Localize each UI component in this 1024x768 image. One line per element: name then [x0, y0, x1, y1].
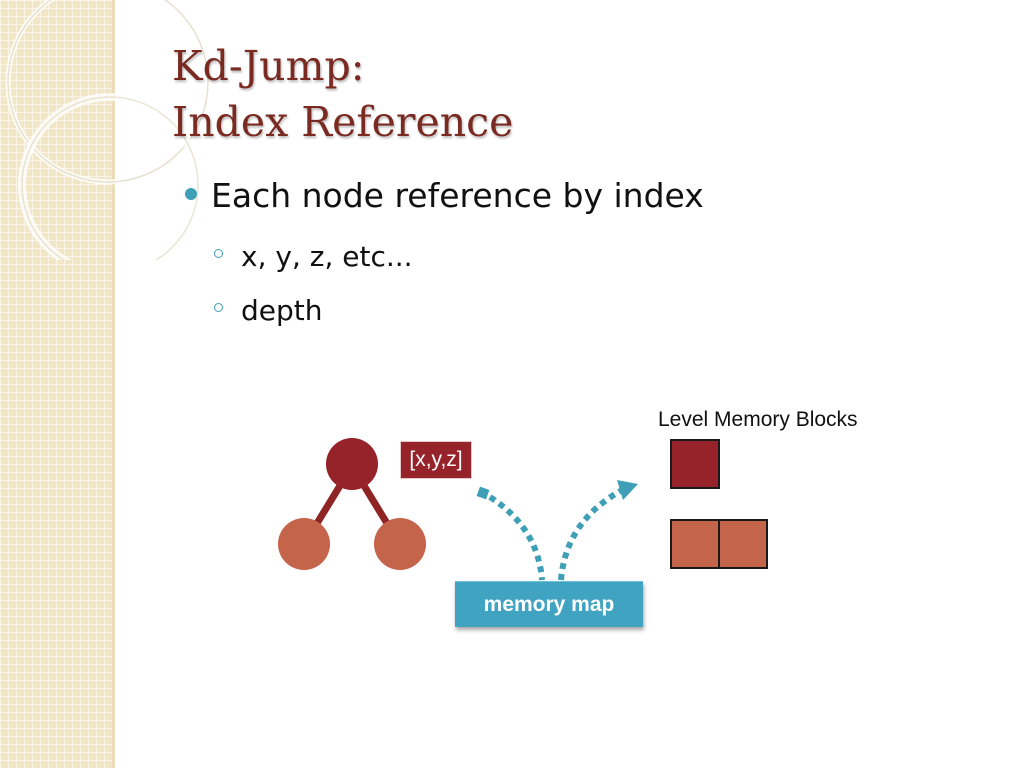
ring-arc-small-edge [21, 96, 199, 260]
arrow-index-to-map [488, 494, 545, 581]
tree-root-node [326, 438, 378, 490]
sub-bullet-item: depth [214, 294, 323, 327]
title-line-2: Index Reference [172, 98, 514, 146]
title-line-1: Kd-Jump: [172, 42, 365, 90]
ring-decoration [5, 0, 211, 260]
sidebar-edge [112, 0, 115, 768]
sub-bullet-text: depth [241, 294, 323, 327]
bullet-item: Each node reference by index [185, 176, 704, 215]
arrowhead-icon [617, 480, 638, 500]
level-memory-blocks-label: Level Memory Blocks [658, 408, 858, 431]
sub-bullet-ring-icon [214, 302, 223, 312]
memory-block-level-1-b [718, 519, 768, 569]
sub-bullet-item: x, y, z, etc... [214, 240, 413, 273]
slide-title: Kd-Jump: Index Reference [172, 38, 513, 150]
sub-bullet-text: x, y, z, etc... [241, 240, 413, 273]
memory-block-level-0 [670, 439, 720, 489]
tree-child-node-right [374, 518, 426, 570]
memory-map-box: memory map [455, 581, 643, 627]
index-label: [x,y,z] [400, 441, 472, 479]
bullet-text: Each node reference by index [211, 176, 704, 215]
ring-arc-large-edge [7, 0, 209, 183]
tree-child-node-left [278, 518, 330, 570]
bullet-dot-icon [185, 187, 197, 200]
sub-bullet-ring-icon [214, 248, 223, 258]
arrow-start-marker [476, 486, 490, 500]
arrow-map-to-blocks [558, 486, 626, 581]
memory-block-level-1-a [670, 519, 720, 569]
